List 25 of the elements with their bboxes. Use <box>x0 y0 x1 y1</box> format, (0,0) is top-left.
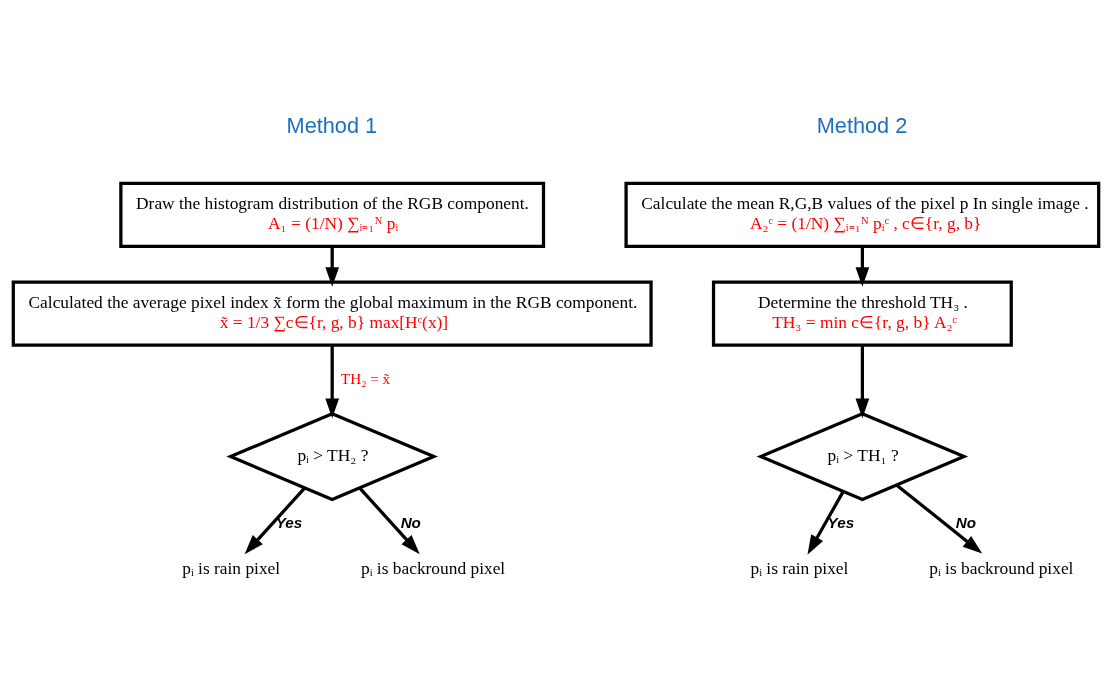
edge-label: No <box>955 513 977 531</box>
arrow <box>358 486 420 554</box>
arrow <box>855 246 870 287</box>
node-diamond: pᵢ > TH₁ ? <box>756 411 969 501</box>
node-box: Calculated the average pixel index x̃ form the global maximum in the RGB component. x̃ = 1/3 ∑c∈{r, g, b} max[Hᶜ(x)] <box>11 280 653 347</box>
node-box: Determine the threshold TH₃ . TH₃ = min c∈{r, g, b} A₂ᶜ <box>711 280 1013 347</box>
arrow <box>325 344 340 418</box>
arrow <box>807 490 845 555</box>
node-box: Calculate the mean R,G,B values of the pixel p In single image . A₂ᶜ = (1/N) ∑ᵢ₌₁ᴺ pᵢᶜ , c∈{r, g, b} <box>624 181 1101 248</box>
label: Method 2 <box>816 112 908 138</box>
node-text: pᵢ is backround pixel <box>360 558 506 578</box>
edge-label: TH₂ = x̃ <box>340 369 391 387</box>
node-text: pᵢ is rain pixel <box>750 558 849 578</box>
arrow <box>855 344 870 418</box>
edge-label: Yes <box>827 513 855 531</box>
label: Method 1 <box>286 112 378 138</box>
edge-label: Yes <box>275 513 303 531</box>
node-diamond: pᵢ > TH₂ ? <box>226 411 438 501</box>
node-text: pᵢ is rain pixel <box>182 558 281 578</box>
node-box: Draw the histogram distribution of the RGB component. A₁ = (1/N) ∑ᵢ₌₁ᴺ pᵢ <box>119 181 546 248</box>
arrow <box>244 486 306 554</box>
arrow <box>325 246 340 287</box>
node-text: pᵢ is backround pixel <box>929 558 1074 578</box>
arrow <box>895 483 983 554</box>
edge-label: No <box>400 513 421 531</box>
